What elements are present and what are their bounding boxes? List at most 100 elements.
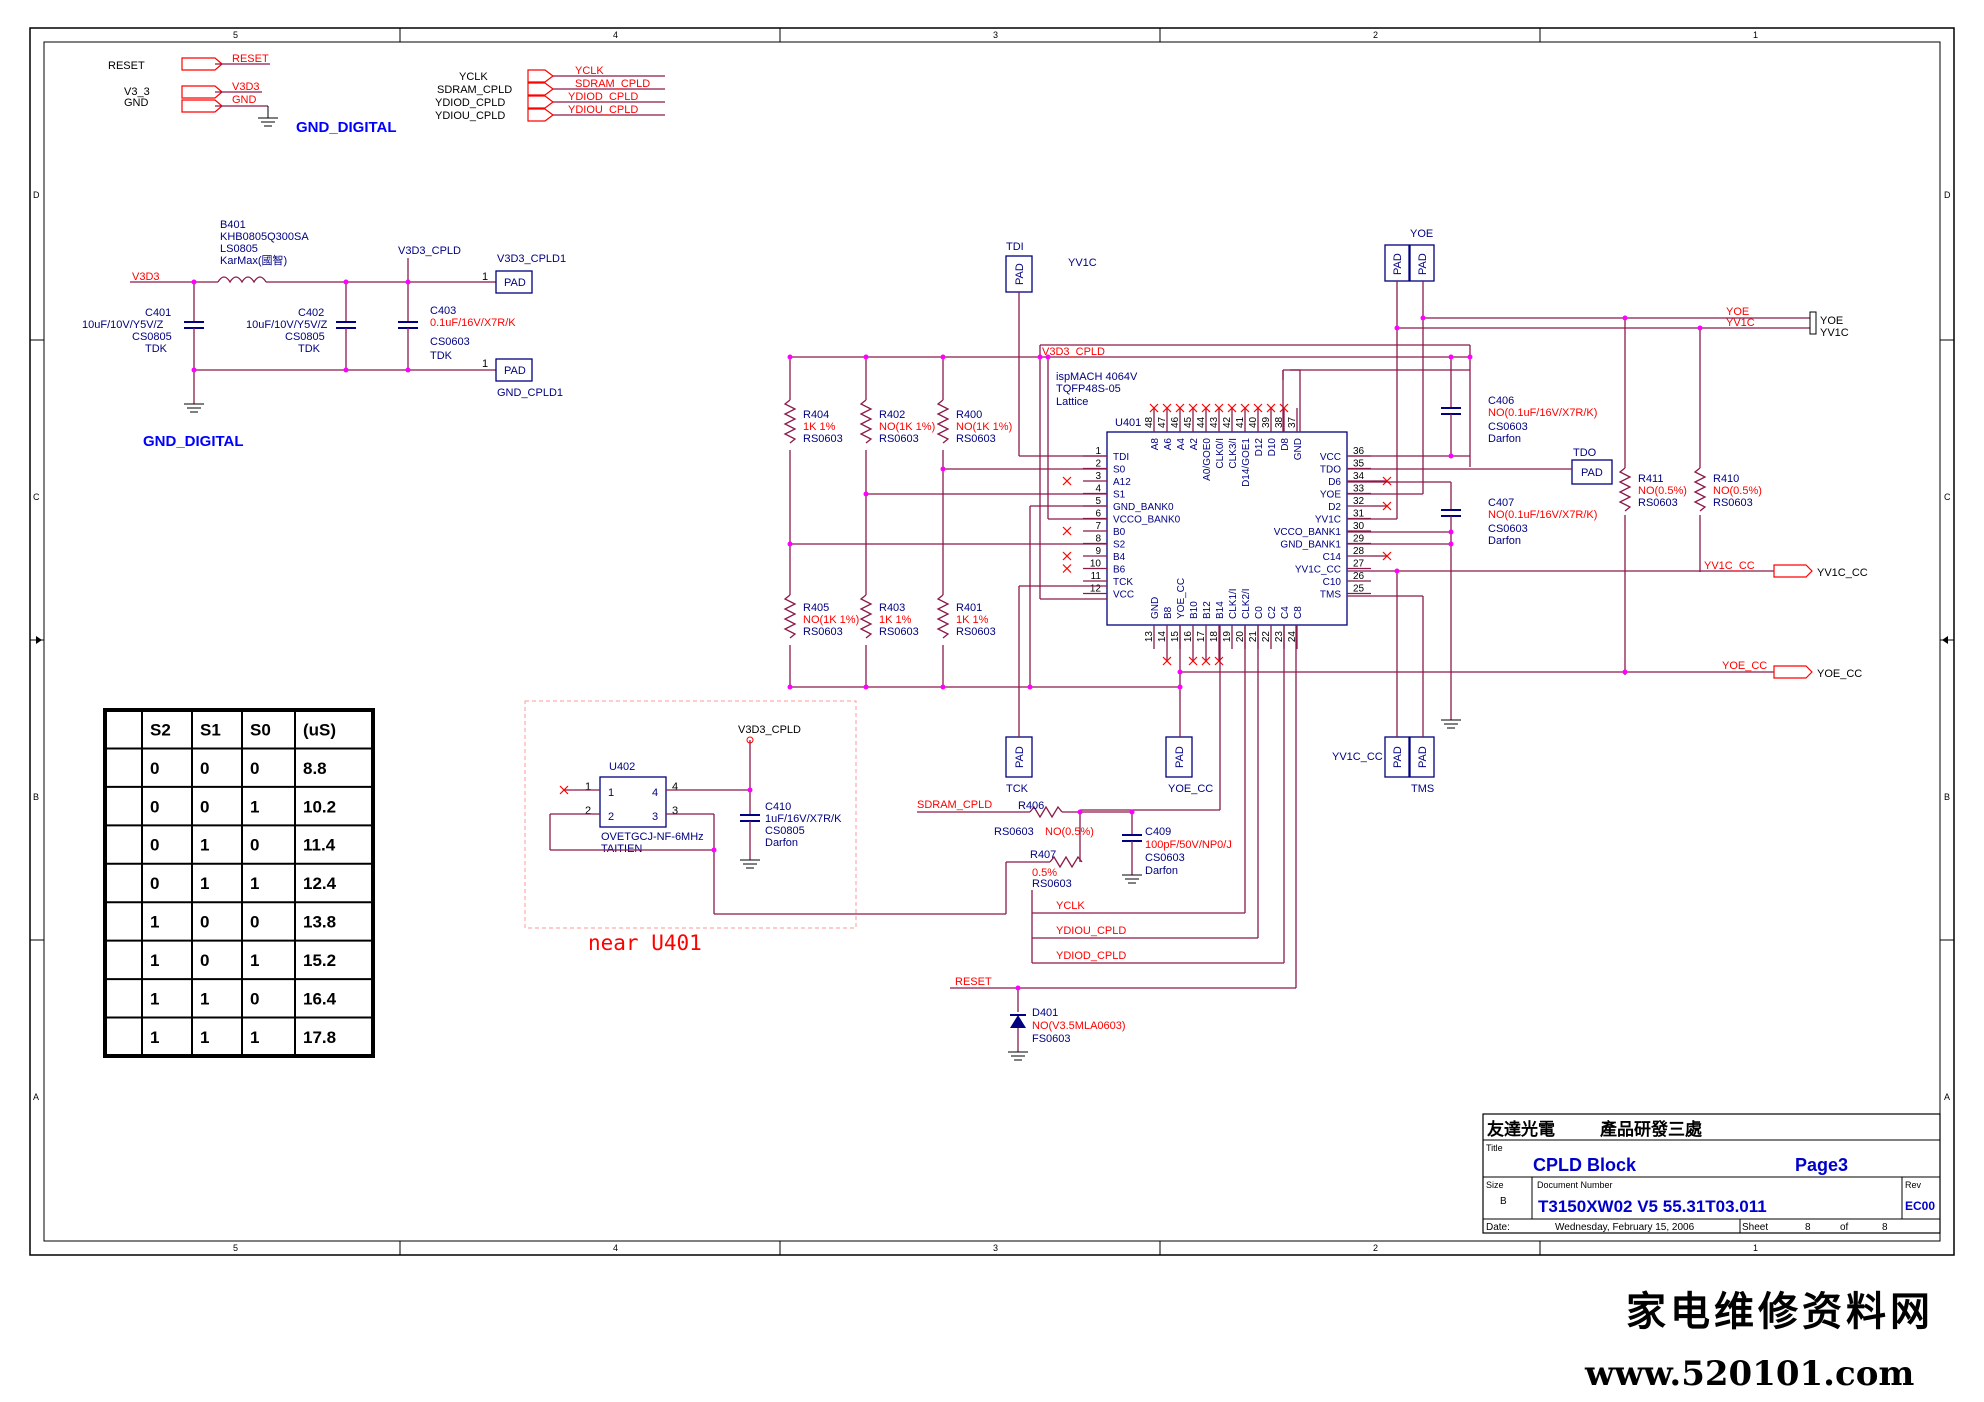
u401-pin-name: S2: [1113, 540, 1126, 551]
u401-pin-name: TDO: [1320, 465, 1341, 476]
c403-package: CS0603: [430, 336, 470, 348]
table-cell: 1: [250, 874, 259, 893]
u401-pin-name: YV1C_CC: [1295, 565, 1341, 576]
u401-pin-name: D10: [1267, 438, 1278, 457]
u401-pin-name: CLK2/I: [1241, 588, 1252, 619]
u402-pin2: 2: [585, 805, 591, 817]
clock-port-name: YCLK: [459, 71, 488, 83]
yoe-cc-net-label: YOE_CC: [1722, 660, 1767, 672]
u401-pin-number: 18: [1209, 631, 1220, 643]
clock-ports: YCLK SDRAM_CPLD YDIOD_CPLD YDIOU_CPLD YC…: [435, 65, 665, 122]
table-header: (uS): [303, 720, 336, 739]
u401-pin-number: 15: [1170, 631, 1181, 643]
c403-refdes: C403: [430, 305, 456, 317]
table-cell: 1: [250, 1028, 259, 1047]
column-label: 5: [233, 30, 238, 40]
table-cell: 1: [150, 989, 159, 1008]
row-label: C: [1944, 492, 1951, 502]
u401-pin-number: 24: [1287, 631, 1298, 643]
b401-vendor: KarMax(國智): [220, 253, 287, 267]
table-header: S2: [150, 720, 171, 739]
u402-pin1-inside: 1: [608, 787, 614, 799]
u401-pin-number: 10: [1090, 559, 1102, 570]
b401-inductor: [217, 276, 267, 284]
u401-pin-number: 1: [1095, 446, 1101, 457]
sheet-value: 8: [1805, 1222, 1811, 1233]
c410-value: 1uF/16V/X7R/K: [765, 813, 842, 825]
border-column-labels: 5 4 3 2 1 5 4 3 2 1 D C B A D C B A: [33, 30, 1951, 1253]
gnd-digital-label: GND_DIGITAL: [143, 433, 244, 450]
table-header: S0: [250, 720, 271, 739]
sdram-net-label: SDRAM_CPLD: [575, 78, 650, 90]
u401-pin-name: VCC: [1113, 590, 1134, 601]
v3d3-cpld-label: V3D3_CPLD: [398, 245, 461, 257]
title-block: 友達光電 產品研發三處 Title CPLD Block Page3 Size …: [1482, 1113, 1941, 1234]
u401-pin-number: 22: [1261, 631, 1272, 643]
r411-value: NO(0.5%): [1638, 485, 1687, 497]
column-label: 4: [613, 1243, 618, 1253]
u401-pin-number: 5: [1095, 496, 1101, 507]
u401-pin-name: CLK1/I: [1228, 588, 1239, 619]
u401-pin-name: GND: [1150, 597, 1161, 619]
u402-pin1: 1: [585, 781, 591, 793]
pad-label: PAD: [504, 365, 526, 377]
u401-pin-number: 13: [1144, 631, 1155, 643]
u401-pin-name: GND: [1293, 438, 1304, 460]
column-label: 1: [1753, 1243, 1758, 1253]
r410-resistor: [1693, 467, 1707, 512]
u401-pin-name: D2: [1328, 502, 1341, 513]
table-header: S1: [200, 720, 221, 739]
table-cell: 13.8: [303, 913, 336, 932]
truth-table-grid: [105, 710, 373, 1056]
u401-pin-number: 27: [1353, 559, 1365, 570]
table-cell: 10.2: [303, 797, 336, 816]
u401-pin-number: 31: [1353, 509, 1365, 520]
ydiod-net-label: YDIOD_CPLD: [1056, 950, 1126, 962]
u401-pin-name: A6: [1163, 438, 1174, 451]
u401-pin-number: 33: [1353, 484, 1365, 495]
sheet-title: CPLD Block: [1533, 1155, 1637, 1175]
table-cell: 0: [250, 759, 259, 778]
u401-pin-name: A8: [1150, 438, 1161, 451]
r400-value: NO(1K 1%): [956, 421, 1012, 433]
table-cell: 0: [150, 874, 159, 893]
u401-pin-number: 14: [1157, 631, 1168, 643]
u401-pin-number: 17: [1196, 631, 1207, 643]
c409-value: 100pF/50V/NP0/J: [1145, 839, 1232, 851]
row-label: B: [33, 792, 39, 802]
gnd-port: [181, 99, 223, 113]
c401-value: 10uF/10V/Y5V/Z: [82, 319, 164, 331]
u401-pin-name: C8: [1293, 606, 1304, 619]
table-cell: 1: [150, 1028, 159, 1047]
company-name: 友達光電: [1487, 1119, 1555, 1140]
u401-body: [1106, 431, 1348, 626]
u401-pin-number: 4: [1095, 484, 1101, 495]
ydiou-cpld-port: [527, 108, 554, 122]
u401-pin-number: 48: [1144, 416, 1155, 428]
reset-port: [181, 57, 223, 71]
pad-label: PAD: [1417, 746, 1429, 768]
table-cell: 1: [200, 836, 209, 855]
d401-refdes: D401: [1032, 1007, 1058, 1019]
r405-package: RS0603: [803, 626, 843, 638]
sdram-net-label: SDRAM_CPLD: [917, 799, 992, 811]
department-name: 產品研發三處: [1600, 1119, 1703, 1140]
pad-label: PAD: [1014, 263, 1026, 285]
c407-vendor: Darfon: [1488, 535, 1521, 547]
u401-pin-number: 35: [1353, 459, 1365, 470]
r410-refdes: R410: [1713, 473, 1739, 485]
yoe-cc-port-label: YOE_CC: [1817, 668, 1862, 680]
pad-tdo: [1571, 459, 1613, 485]
r403-refdes: R403: [879, 602, 905, 614]
r401-value: 1K 1%: [956, 614, 989, 626]
b401-package: LS0805: [220, 243, 258, 255]
u401-pin-number: 25: [1353, 584, 1365, 595]
u401-pin-number: 47: [1157, 416, 1168, 428]
yv1c-pad-label: YV1C: [1068, 257, 1097, 269]
u401-pin-number: 29: [1353, 534, 1365, 545]
r407-package: RS0603: [1032, 878, 1072, 890]
jtag-pads: TDI PAD YV1C PAD YOE PAD TDO PAD PAD TCK…: [1005, 228, 1613, 795]
u401-pin-name: C2: [1267, 606, 1278, 619]
row-label: D: [33, 190, 40, 200]
